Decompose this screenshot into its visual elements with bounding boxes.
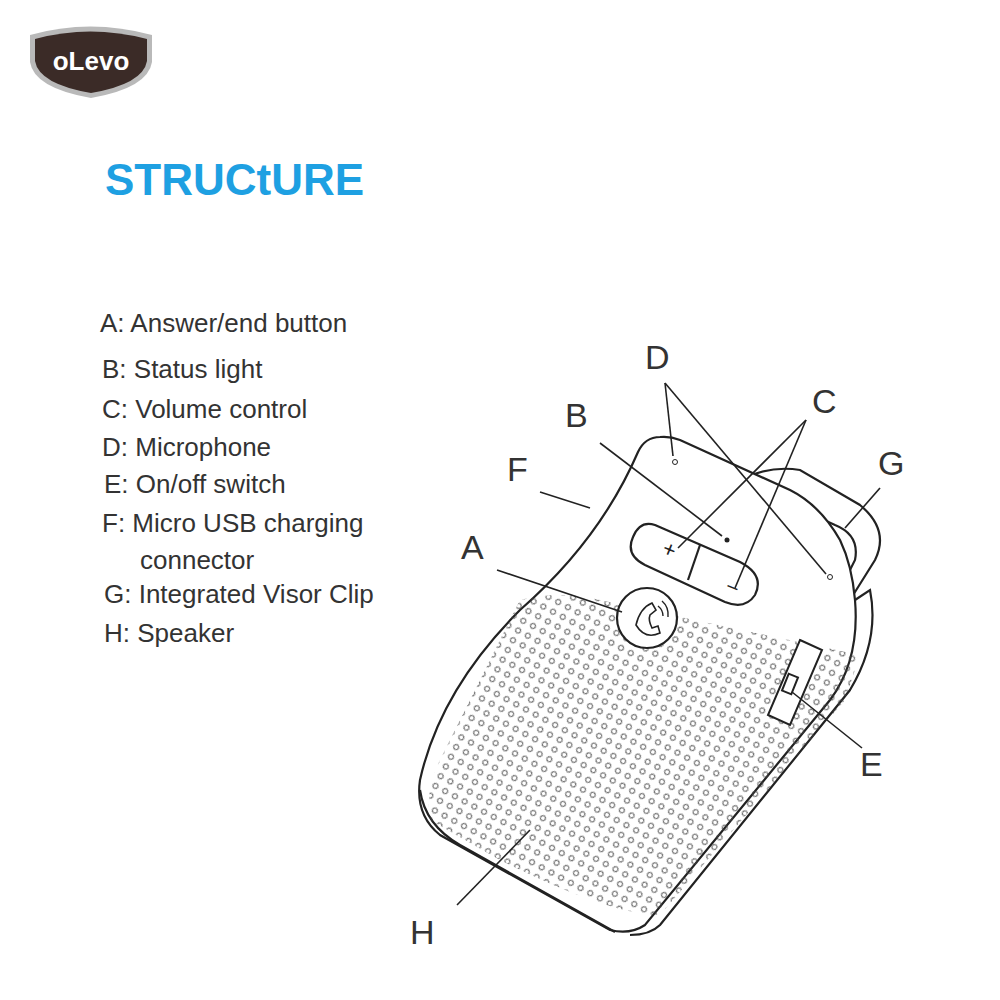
callout-letter: B: [565, 396, 588, 435]
callout-letter: G: [878, 444, 904, 483]
speaker-grill: [400, 570, 880, 940]
legend-item: C: Volume control: [102, 394, 307, 425]
logo-badge: [30, 27, 152, 99]
phone-icon: [636, 603, 660, 635]
legend-item: A: Answer/end button: [100, 308, 347, 339]
callout-letter: D: [645, 338, 670, 377]
legend-item: H: Speaker: [104, 618, 234, 649]
onoff-switch: [768, 640, 822, 725]
legend-item: G: Integrated Visor Clip: [104, 579, 374, 610]
legend-item: B: Status light: [102, 354, 262, 385]
callout-letter: A: [461, 528, 484, 567]
legend-item: F: Micro USB charging connector: [102, 505, 440, 579]
status-light: [725, 538, 730, 543]
title: STRUCtURE: [105, 155, 364, 205]
callout-letter: H: [410, 913, 435, 952]
answer-button: [617, 588, 677, 648]
microphone-hole: [828, 575, 833, 580]
legend-item: D: Microphone: [102, 432, 271, 463]
company-logo: oLevo: [53, 46, 130, 77]
callout-letter: F: [507, 450, 528, 489]
leader-lines: [457, 383, 880, 905]
callout-letter: C: [812, 382, 837, 421]
legend-item: E: On/off switch: [104, 469, 286, 500]
callout-letter: E: [860, 745, 883, 784]
microphone-hole: [673, 460, 678, 465]
